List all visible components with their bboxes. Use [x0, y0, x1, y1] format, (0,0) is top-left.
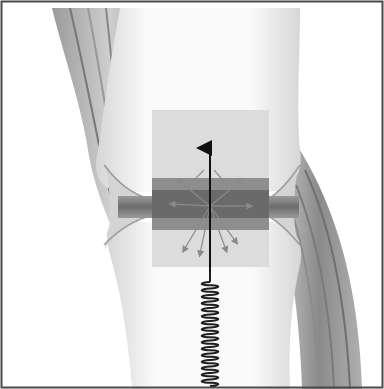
knee-diagram — [0, 0, 384, 389]
diagram-frame — [0, 0, 384, 389]
